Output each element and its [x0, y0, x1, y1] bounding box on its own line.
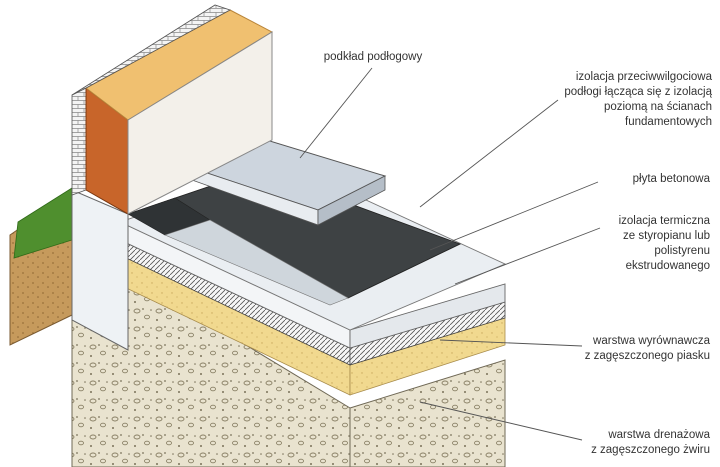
leader-wyrownawcza: [439, 339, 583, 347]
leader-izolacja-przeciwwilgociowa: [419, 99, 559, 208]
gravel-layer: [71, 239, 506, 467]
foundation-wall: [71, 4, 274, 351]
label-plyta: płyta betonowa: [632, 173, 710, 185]
label-drenazowa: warstwa drenażowa z zagęszczonego żwiru: [591, 429, 710, 456]
concrete-slab: [126, 169, 462, 306]
label-izolacja-termiczna: izolacja termiczna ze styropianu lub pol…: [618, 215, 710, 272]
leader-drenazowa: [419, 401, 583, 441]
label-wyrownawcza: warstwa wyrównawcza z zagęszczonego pias…: [584, 335, 710, 362]
leader-lines: [299, 67, 601, 441]
leader-podklad: [299, 67, 373, 159]
label-podklad: podkład podłogowy: [323, 51, 423, 63]
label-izolacja-przeciwwilgociowa: izolacja przeciwwilgociowa podłogi łączą…: [564, 71, 712, 128]
leader-izolacja-termiczna: [454, 227, 601, 285]
leader-plyta: [429, 181, 599, 251]
soil-block: [9, 187, 73, 346]
